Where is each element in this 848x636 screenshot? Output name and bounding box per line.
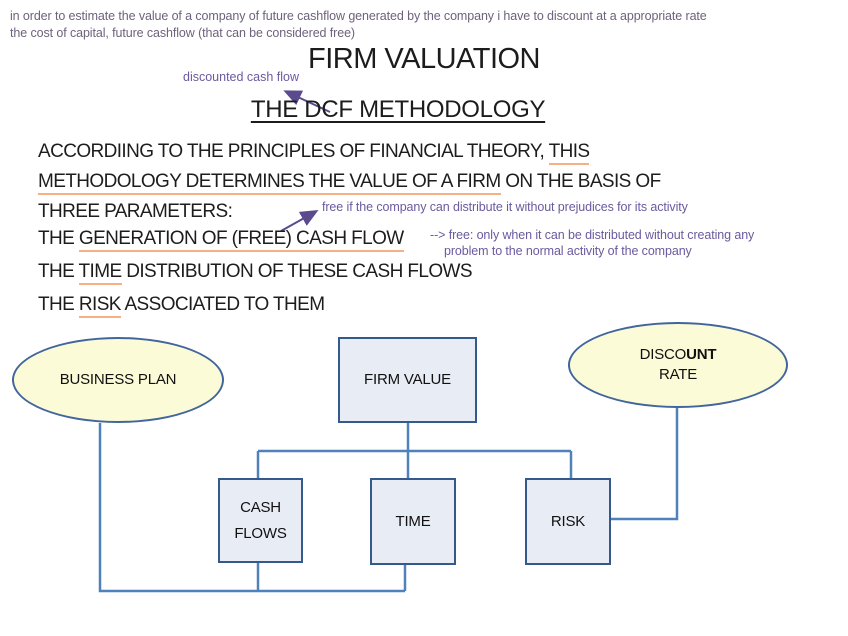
time-box: TIME (370, 478, 456, 565)
firm-value-label: FIRM VALUE (364, 371, 451, 388)
body-line-2-text: ON THE BASIS OF (500, 171, 661, 192)
top-note-line2: the cost of capital, future cashflow (th… (10, 25, 355, 40)
cash-flows-box: CASH FLOWS (218, 478, 303, 563)
cash-flows-label-line1: CASH (240, 498, 281, 516)
body-line-4-text: THE (38, 228, 79, 249)
cash-flows-label-line2: FLOWS (234, 524, 287, 542)
top-note-line1: in order to estimate the value of a comp… (10, 9, 707, 23)
annotation-free-distribute: free if the company can distribute it wi… (322, 200, 688, 214)
firm-value-box: FIRM VALUE (338, 337, 477, 423)
discount-rate-label-part1: DISCO (639, 346, 687, 363)
body-line-1-text: ACCORDIING TO THE PRINCIPLES OF FINANCIA… (38, 141, 549, 162)
body-line-2: METHODOLOGY DETERMINES THE VALUE OF A FI… (38, 171, 661, 195)
discount-rate-label-part2: UNT (686, 346, 717, 363)
body-line-6: THE RISK ASSOCIATED TO THEM (38, 294, 325, 318)
body-line-4-underlined: GENERATION OF (FREE) CASH FLOW (78, 228, 404, 252)
discount-rate-label-line2: RATE (658, 366, 698, 383)
body-line-1-underlined: THIS (548, 141, 590, 165)
connector-discountrate-to-risk (611, 408, 679, 521)
risk-box: RISK (525, 478, 611, 565)
body-line-5: THE TIME DISTRIBUTION OF THESE CASH FLOW… (38, 261, 473, 285)
annotation-free-only-when-line2: problem to the normal activity of the co… (444, 244, 692, 258)
body-line-5-text-a: THE (38, 261, 79, 282)
body-line-6-text-b: ASSOCIATED TO THEM (120, 294, 325, 315)
dcf-annotation-label: discounted cash flow (183, 70, 300, 84)
cash-flows-label: CASH FLOWS (234, 495, 287, 547)
body-line-6-underlined: RISK (78, 294, 121, 318)
body-line-3: THREE PARAMETERS: (38, 201, 233, 222)
annotation-free-only-when-line1: --> free: only when it can be distribute… (430, 228, 755, 242)
body-line-1: ACCORDIING TO THE PRINCIPLES OF FINANCIA… (38, 141, 590, 165)
slide-subtitle: THE DCF METHODOLOGY (250, 96, 546, 123)
discount-rate-label: DISCOUNT RATE (640, 345, 717, 385)
body-line-2-underlined: METHODOLOGY DETERMINES THE VALUE OF A FI… (38, 171, 501, 195)
business-plan-label: BUSINESS PLAN (59, 371, 177, 388)
body-line-5-text-b: DISTRIBUTION OF THESE CASH FLOWS (121, 261, 472, 282)
body-line-5-underlined: TIME (78, 261, 122, 285)
risk-label: RISK (550, 512, 586, 530)
business-plan-ellipse: BUSINESS PLAN (12, 337, 224, 423)
discount-rate-ellipse: DISCOUNT RATE (568, 322, 788, 408)
top-note: in order to estimate the value of a comp… (10, 8, 842, 41)
slide-title: FIRM VALUATION (308, 43, 541, 75)
annotation-free-only-when: --> free: only when it can be distribute… (430, 227, 754, 259)
time-label: TIME (395, 512, 431, 530)
body-line-6-text-a: THE (38, 294, 79, 315)
body-line-4: THE GENERATION OF (FREE) CASH FLOW (38, 228, 404, 252)
